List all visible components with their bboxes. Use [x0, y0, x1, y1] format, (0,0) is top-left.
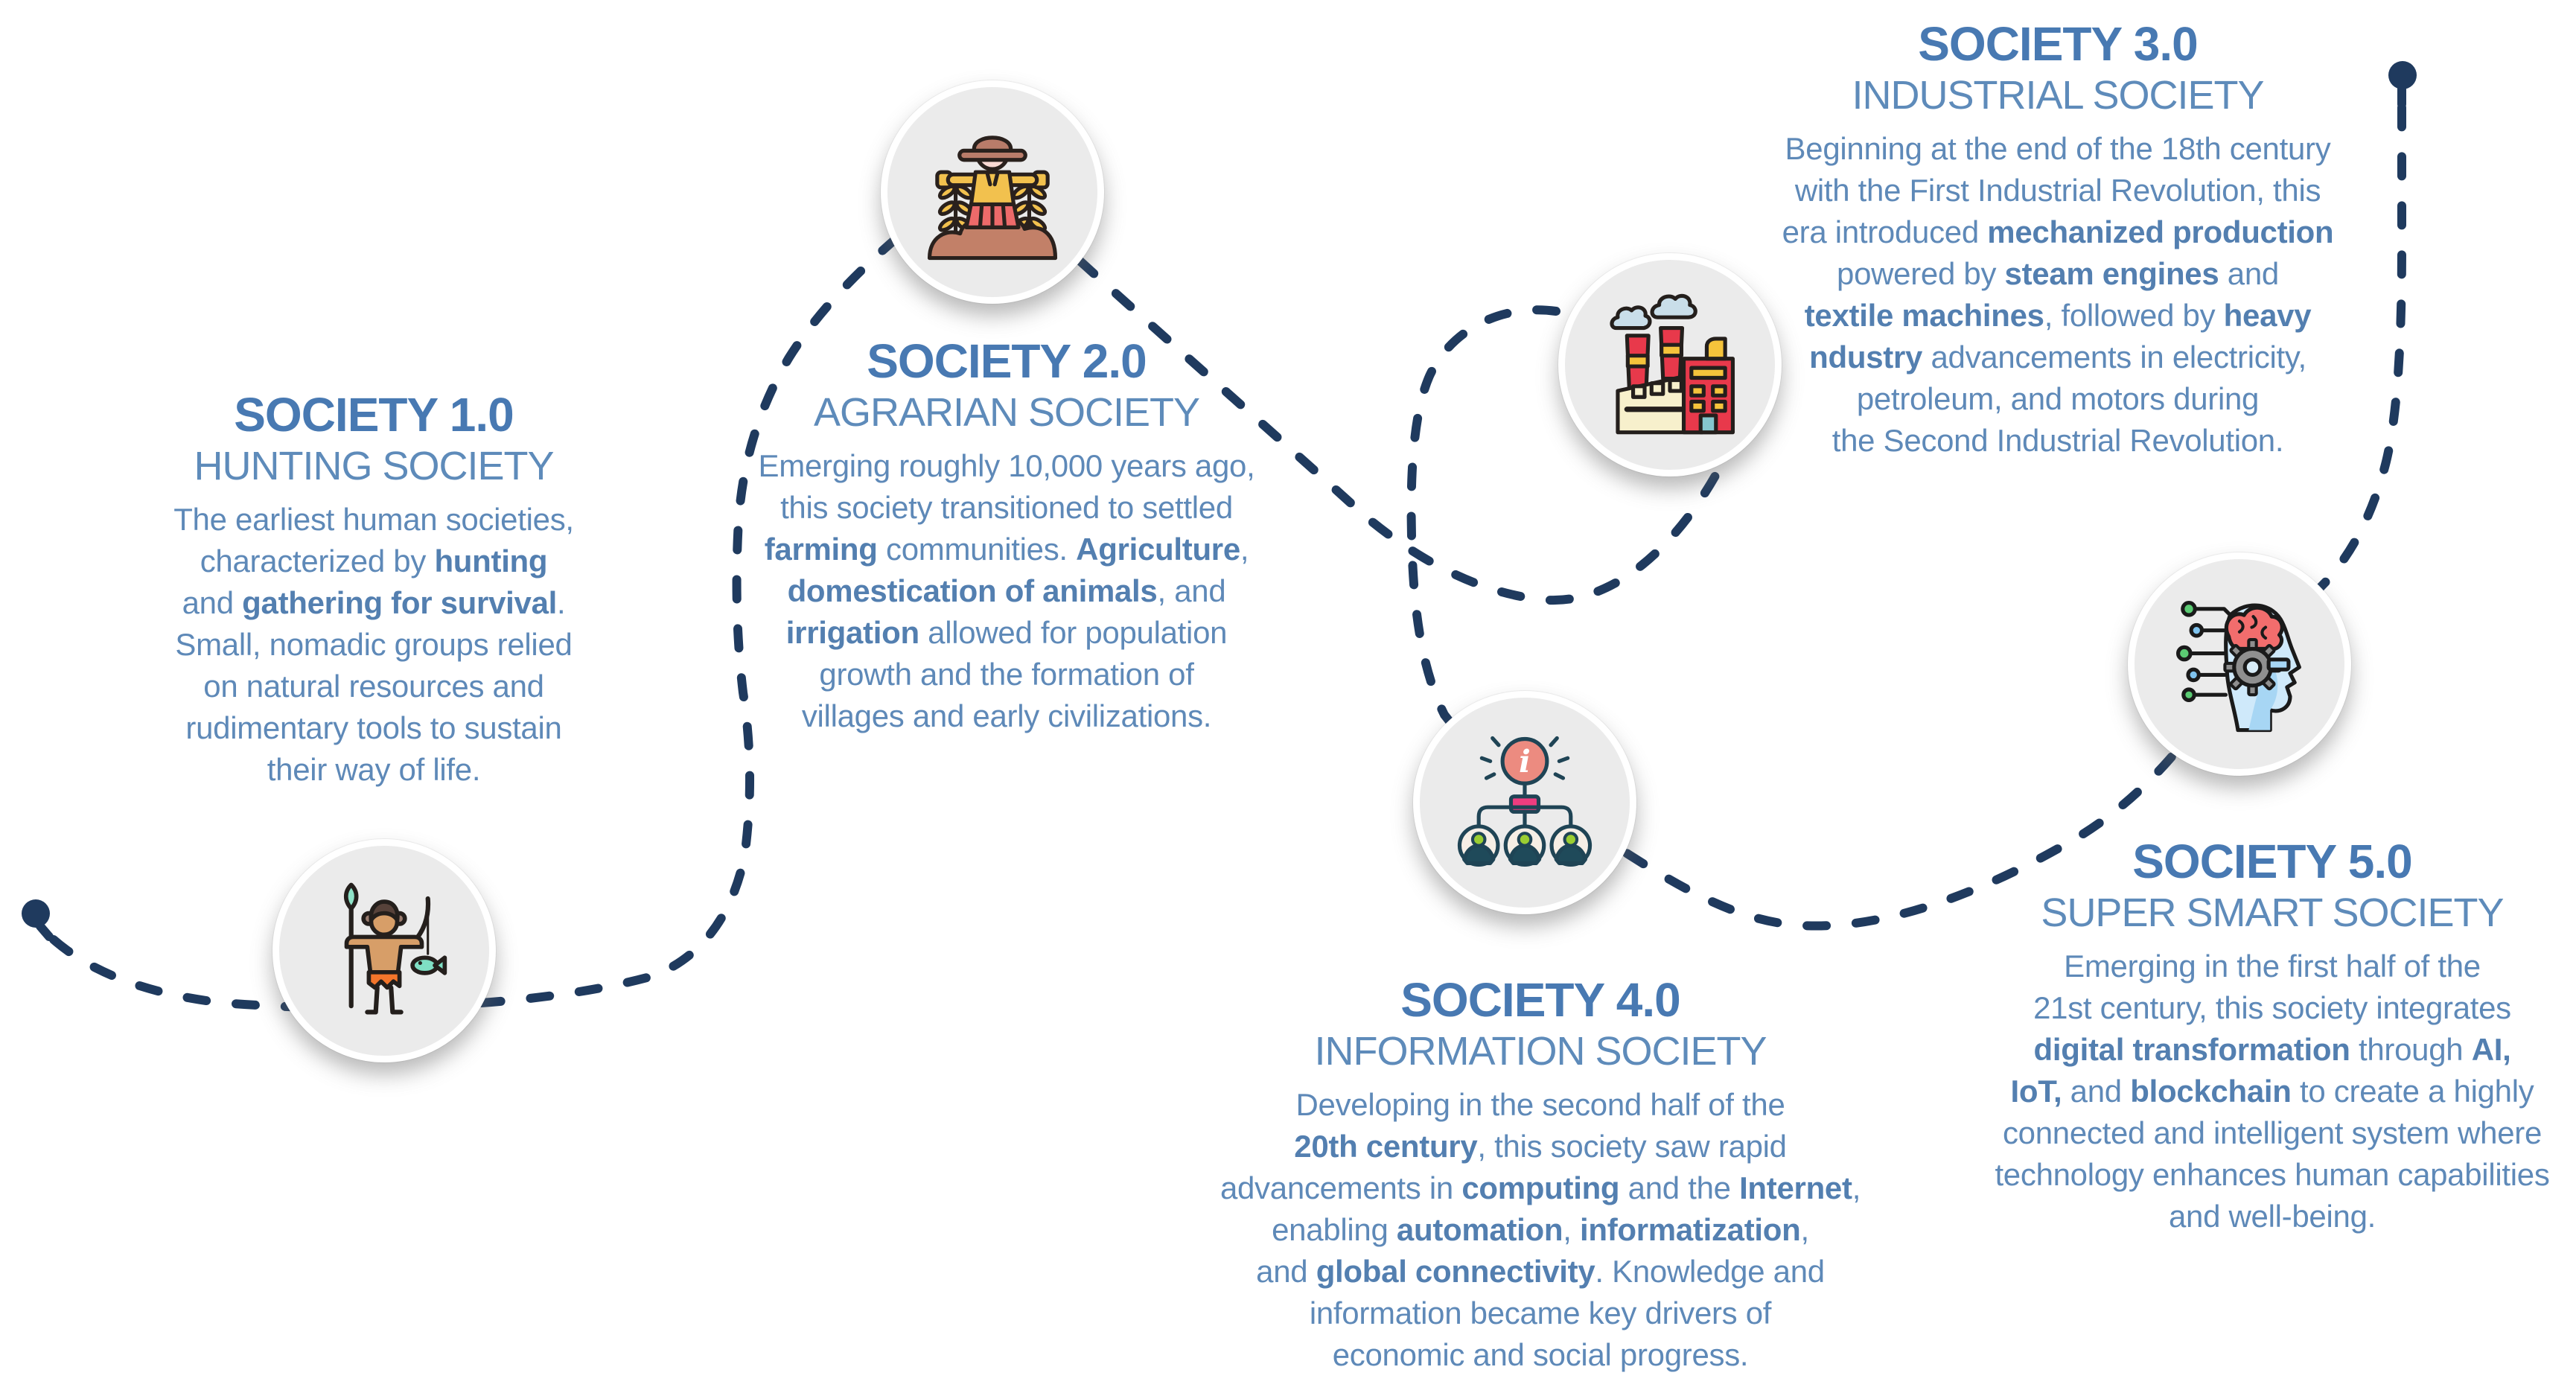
society-2-description: Emerging roughly 10,000 years ago,this s…: [758, 448, 1255, 733]
timeline-segment-agrarian-to-industrial: [1075, 256, 1724, 605]
agrarian-society-node: [881, 80, 1104, 304]
society-3-description: Beginning at the end of the 18th century…: [1782, 131, 2334, 458]
timeline-start-tail: [36, 922, 54, 941]
society-2-block: SOCIETY 2.0 AGRARIAN SOCIETY Emerging ro…: [724, 334, 1289, 737]
society-1-description: The earliest human societies,characteriz…: [173, 502, 574, 787]
society-1-subtitle: HUNTING SOCIETY: [194, 444, 554, 488]
timeline-segment-smart-to-end: [2307, 101, 2406, 600]
industrial-society-node: [1558, 253, 1782, 477]
society-2-subtitle: AGRARIAN SOCIETY: [813, 390, 1200, 435]
timeline-segment-information-to-smart: [1581, 710, 2208, 931]
society-3-block: SOCIETY 3.0 INDUSTRIAL SOCIETY Beginning…: [1738, 16, 2378, 462]
scarecrow-icon: [927, 136, 1058, 261]
info-letter: i: [1519, 743, 1531, 780]
society-1-title: SOCIETY 1.0: [234, 388, 514, 442]
timeline-start-dot: [22, 899, 50, 928]
timeline-segment-industrial-to-information: [1406, 305, 1560, 740]
information-network-icon: i: [1457, 736, 1593, 867]
society-4-subtitle: INFORMATION SOCIETY: [1314, 1029, 1767, 1074]
society-4-title: SOCIETY 4.0: [1400, 973, 1681, 1027]
society-5-block: SOCIETY 5.0 SUPER SMART SOCIETY Emerging…: [1974, 834, 2570, 1237]
hunter-icon: [343, 882, 447, 1015]
timeline-end-dot: [2388, 61, 2417, 89]
society-5-title: SOCIETY 5.0: [2132, 835, 2413, 888]
society-4-block: SOCIETY 4.0 INFORMATION SOCIETY Developi…: [1146, 972, 1935, 1376]
super-smart-society-node: [2128, 552, 2351, 776]
information-society-node: i: [1413, 691, 1636, 914]
timeline-segment-start-to-agrarian: [49, 230, 905, 1013]
society-3-subtitle: INDUSTRIAL SOCIETY: [1852, 73, 2264, 118]
society-2-title: SOCIETY 2.0: [867, 334, 1147, 388]
factory-icon: [1610, 293, 1735, 435]
society-1-block: SOCIETY 1.0 HUNTING SOCIETY The earliest…: [106, 387, 642, 791]
ai-head-icon: [2176, 601, 2301, 733]
society-3-title: SOCIETY 3.0: [1918, 17, 2199, 71]
person-icons: [1457, 824, 1593, 867]
hunting-society-node: [272, 839, 496, 1062]
society-5-subtitle: SUPER SMART SOCIETY: [2041, 890, 2504, 935]
